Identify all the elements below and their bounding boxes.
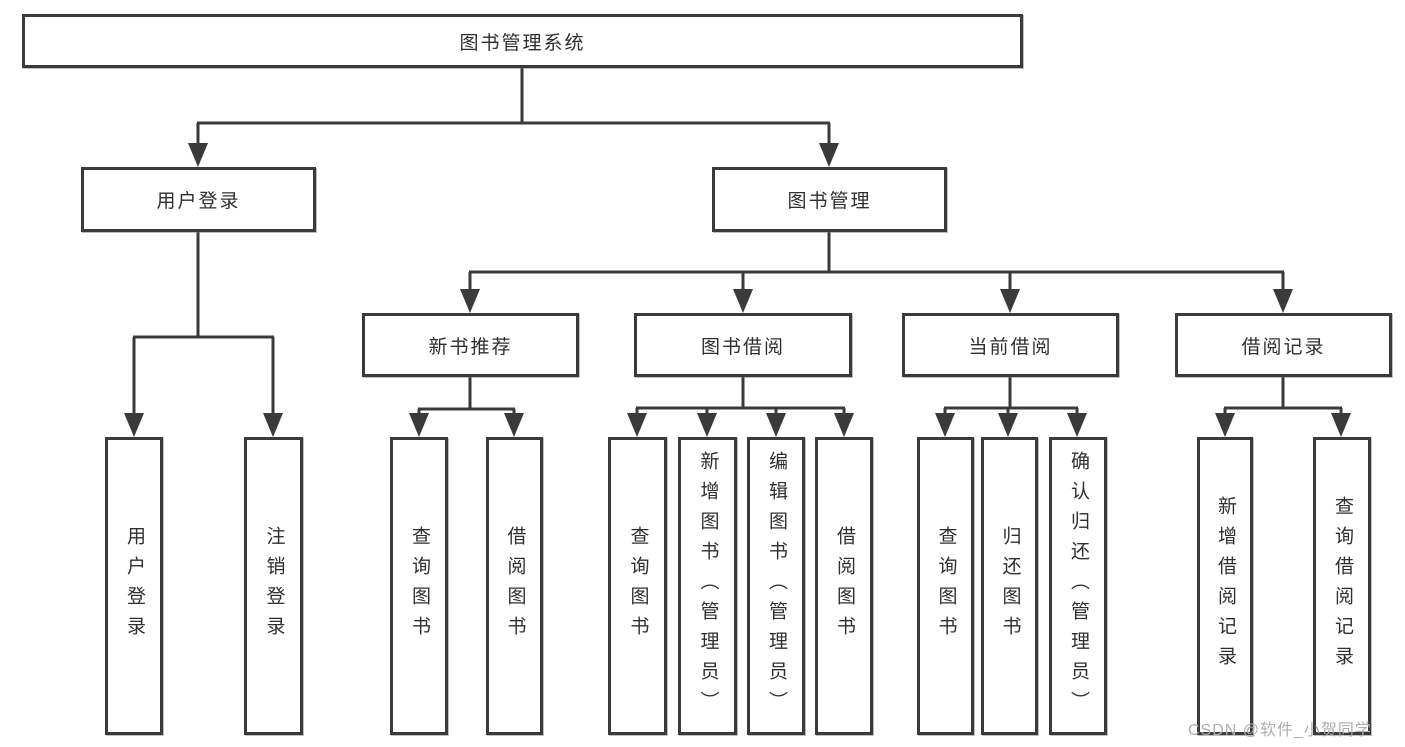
node-library-system-root: 图书管理系统 (22, 14, 1023, 68)
arrowheads (124, 143, 1351, 437)
node-new-book-recommendation: 新书推荐 (362, 313, 579, 377)
leaf-query-books-3: 查询图书 (917, 437, 974, 735)
node-label: 注销登录 (263, 526, 285, 646)
leaf-add-books-admin: 新增图书（管理员） (678, 437, 737, 735)
leaf-confirm-return-admin: 确认归还（管理员） (1049, 437, 1107, 735)
node-current-borrowing: 当前借阅 (902, 313, 1119, 377)
leaf-add-borrow-record: 新增借阅记录 (1197, 437, 1253, 735)
node-label: 借阅记录 (1241, 336, 1326, 358)
leaf-edit-books-admin: 编辑图书（管理员） (747, 437, 805, 735)
leaf-query-books-1: 查询图书 (390, 437, 448, 735)
node-label: 图书管理系统 (459, 32, 586, 54)
node-label: 借阅图书 (833, 526, 855, 646)
node-label: 确认归还（管理员） (1067, 451, 1089, 721)
node-book-borrowing: 图书借阅 (634, 313, 852, 377)
leaf-borrow-books-2: 借阅图书 (815, 437, 873, 735)
node-label: 新增图书（管理员） (697, 451, 719, 721)
watermark: CSDN @软件_小贺同学 (1188, 722, 1372, 739)
node-label: 借阅图书 (504, 526, 526, 646)
node-label: 查询图书 (627, 526, 649, 646)
node-label: 归还图书 (999, 526, 1021, 646)
node-label: 图书借阅 (700, 336, 785, 358)
node-label: 用户登录 (156, 191, 241, 212)
node-label: 新增借阅记录 (1214, 496, 1236, 676)
node-user-login: 用户登录 (81, 167, 316, 232)
leaf-query-books-2: 查询图书 (608, 437, 667, 735)
node-label: 图书管理 (787, 191, 872, 212)
node-book-management: 图书管理 (712, 167, 947, 232)
node-label: 查询图书 (408, 526, 430, 646)
leaf-borrow-books-1: 借阅图书 (486, 437, 543, 735)
node-label: 用户登录 (123, 526, 145, 646)
node-borrowing-records: 借阅记录 (1175, 313, 1392, 377)
node-label: 查询图书 (935, 526, 957, 646)
node-label: 编辑图书（管理员） (765, 451, 787, 721)
leaf-return-books: 归还图书 (981, 437, 1038, 735)
node-label: 当前借阅 (968, 336, 1053, 358)
leaf-query-borrow-record: 查询借阅记录 (1313, 437, 1371, 735)
node-label: 查询借阅记录 (1331, 496, 1353, 676)
leaf-logout-login: 注销登录 (244, 437, 303, 735)
leaf-user-login: 用户登录 (105, 437, 163, 735)
node-label: 新书推荐 (428, 336, 513, 358)
